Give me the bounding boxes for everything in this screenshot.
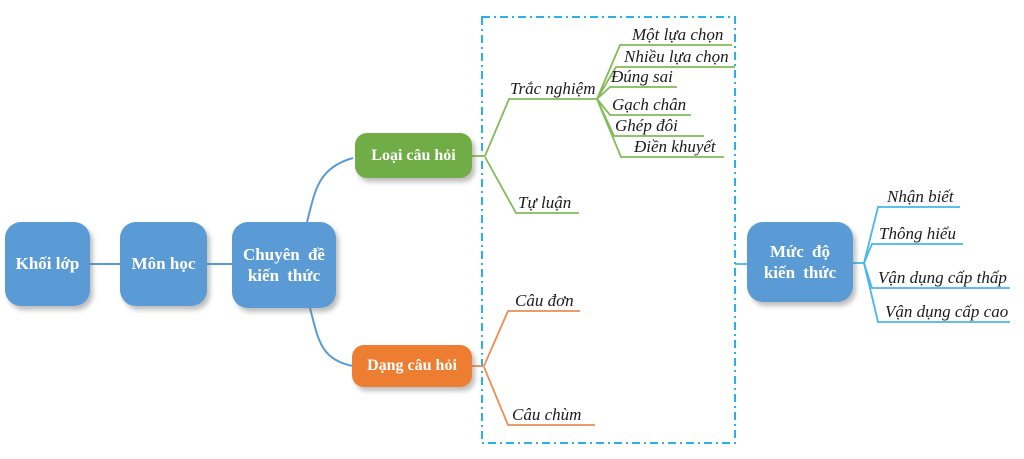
leaf-dung-sai[interactable]: Đúng sai — [611, 67, 673, 86]
leaf-cau-chum[interactable]: Câu chùm — [512, 405, 582, 424]
question-form-branch-lines — [472, 310, 595, 426]
leaf-gach-chan[interactable]: Gạch chân — [612, 95, 687, 114]
knowledge-level-branch-lines — [735, 206, 1010, 323]
leaf-cau-don[interactable]: Câu đơn — [515, 291, 574, 310]
question-type-branch-lines — [472, 44, 735, 214]
node-subject-label: Môn học — [131, 254, 196, 274]
leaf-nhan-biet[interactable]: Nhận biết — [887, 187, 954, 206]
leaf-thong-hieu[interactable]: Thông hiểu — [879, 224, 956, 243]
dashed-region-border — [481, 16, 736, 444]
leaf-trac-nghiem[interactable]: Trắc nghiệm — [510, 79, 596, 98]
node-question-type-label: Loại câu hỏi — [371, 146, 456, 164]
leaf-tu-luan[interactable]: Tự luận — [518, 193, 572, 212]
node-question-form[interactable]: Dạng câu hỏi — [352, 345, 472, 387]
node-question-type[interactable]: Loại câu hỏi — [355, 133, 472, 178]
leaf-van-dung-cap-cao[interactable]: Vận dụng cấp cao — [885, 302, 1009, 321]
node-knowledge-topic[interactable]: Chuyên đề kiến thức — [232, 222, 336, 308]
node-grade-level-label: Khối lớp — [15, 254, 80, 274]
node-question-form-label: Dạng câu hỏi — [367, 357, 457, 374]
node-grade-level[interactable]: Khối lớp — [5, 222, 90, 306]
node-subject[interactable]: Môn học — [120, 222, 207, 306]
node-knowledge-level[interactable]: Mức độ kiến thức — [747, 222, 853, 302]
chain-connector-lines — [90, 157, 354, 367]
leaf-van-dung-cap-thap[interactable]: Vận dụng cấp thấp — [878, 268, 1007, 287]
leaf-dien-khuyet[interactable]: Điền khuyết — [634, 137, 716, 156]
node-knowledge-topic-label: Chuyên đề kiến thức — [243, 244, 325, 285]
node-knowledge-level-label: Mức độ kiến thức — [763, 241, 837, 282]
leaf-nhieu-lua-chon[interactable]: Nhiều lựa chọn — [624, 47, 729, 66]
leaf-mot-lua-chon[interactable]: Một lựa chọn — [632, 25, 724, 44]
leaf-ghep-doi[interactable]: Ghép đôi — [615, 116, 678, 135]
